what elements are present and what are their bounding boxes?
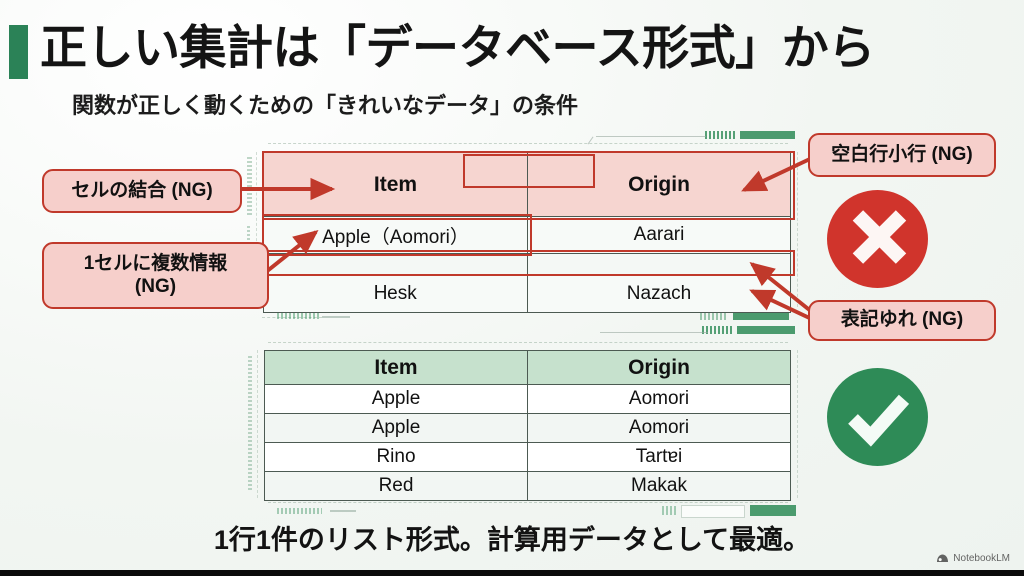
callout-label-line1: 1セルに複数情報 — [83, 253, 228, 275]
watermark-label: NotebookLM — [953, 553, 1010, 564]
table-header-row: Item Origin — [263, 152, 791, 217]
table-row: Red Makak — [264, 471, 791, 501]
callout-label: セルの結合 (NG) — [71, 179, 213, 201]
deco-progress-bar — [737, 326, 795, 334]
deco-dashed-line — [257, 350, 258, 498]
cell-item: Red — [264, 471, 528, 501]
deco-ruler-ticks — [700, 313, 728, 320]
deco-ruler-ticks — [702, 326, 732, 334]
table-row: Ꮋesk Nazach — [263, 275, 791, 313]
cell-origin: Makak — [527, 471, 791, 501]
deco-dashed-line — [268, 143, 788, 144]
title-accent-bar — [9, 25, 28, 79]
table-row-blank — [263, 253, 791, 276]
deco-tick — [322, 316, 350, 318]
callout-label: 1セルに複数情報 (NG) — [84, 253, 228, 298]
table-row: Rino Tartɐi — [264, 442, 791, 472]
cell-origin: Aomori — [527, 413, 791, 443]
cell-origin: Aomori — [527, 384, 791, 414]
table-header-row: Item Origin — [264, 350, 791, 385]
deco-dashed-line — [797, 350, 798, 498]
cell-item: Apple — [264, 384, 528, 414]
cell-item: Rino — [264, 442, 528, 472]
cell-origin: Aarari — [527, 216, 791, 254]
deco-dashed-line — [797, 152, 798, 307]
cell-origin: Nazach — [527, 275, 791, 313]
deco-progress-bar — [733, 313, 789, 320]
table-row: Apple Aomori — [264, 413, 791, 443]
summary-caption: 1行1件のリスト形式。計算用データとして最適。 — [213, 525, 811, 555]
x-circle-icon — [827, 190, 928, 288]
deco-dashed-line — [268, 342, 788, 343]
table-row: Apple Aomori — [264, 384, 791, 414]
ok-data-table: Item Origin Apple Aomori Apple Aomori Ri… — [264, 350, 791, 501]
deco-field-box — [681, 505, 745, 518]
deco-scrollbar-track — [247, 155, 252, 215]
deco-ruler-ticks — [277, 508, 322, 514]
notebooklm-icon — [937, 554, 949, 562]
deco-dashed-line — [262, 317, 322, 318]
deco-leader-line — [600, 332, 708, 333]
deco-ruler-ticks — [662, 506, 678, 515]
cell-item — [263, 253, 528, 276]
column-header-origin: Origin — [527, 350, 791, 385]
callout-merged-cell: セルの結合 (NG) — [42, 169, 242, 213]
bottom-bar — [0, 570, 1024, 576]
check-mark — [848, 394, 910, 447]
callout-inconsistent-notation: 表記ゆれ (NG) — [808, 300, 996, 341]
page-title: 正しい集計は「データベース形式」から — [40, 21, 875, 74]
cell-item: Apple（Aomori） — [263, 216, 528, 254]
cell-item: Apple — [264, 413, 528, 443]
callout-label: 空白行小行 (NG) — [831, 143, 973, 165]
callout-multi-info: 1セルに複数情報 (NG) — [42, 242, 269, 309]
callout-label: 表記ゆれ (NG) — [840, 309, 964, 331]
watermark: NotebookLM — [936, 553, 1010, 564]
ng-data-table: Item Origin Apple（Aomori） Aarari Ꮋesk Na… — [263, 152, 791, 313]
deco-scrollbar-track — [248, 355, 252, 490]
deco-dashed-line — [268, 502, 788, 503]
deco-progress-bar — [740, 131, 795, 139]
callout-blank-row: 空白行小行 (NG) — [808, 133, 996, 177]
cell-origin: Tartɐi — [527, 442, 791, 472]
callout-label-line2: (NG) — [134, 275, 177, 297]
table-row: Apple（Aomori） Aarari — [263, 216, 791, 254]
cell-item: Ꮋesk — [263, 275, 528, 313]
column-header-item: Item — [263, 152, 528, 217]
deco-tick — [330, 510, 356, 512]
deco-ruler-ticks — [705, 131, 737, 139]
column-header-item: Item — [264, 350, 528, 385]
deco-leader-line — [596, 136, 706, 137]
deco-leader-line — [587, 136, 594, 145]
deco-progress-bar — [750, 505, 796, 516]
page-subtitle: 関数が正しく動くための「きれいなデータ」の条件 — [72, 93, 579, 118]
column-header-origin: Origin — [527, 152, 791, 217]
x-mark — [852, 210, 907, 264]
deco-ruler-ticks — [277, 313, 319, 319]
cell-origin — [527, 253, 791, 276]
check-circle-icon — [827, 368, 928, 466]
